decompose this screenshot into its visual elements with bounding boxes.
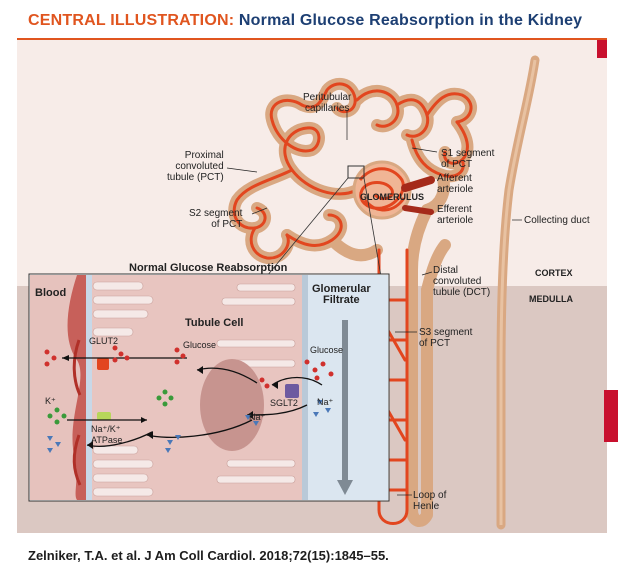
label-s1: S1 segment of PCT	[441, 148, 494, 170]
label-pct-text: Proximal convoluted tubule (PCT)	[167, 150, 224, 183]
label-pct: Proximal convoluted tubule (PCT)	[167, 150, 224, 183]
label-s3: S3 segment of PCT	[419, 327, 472, 349]
inset-box	[29, 274, 389, 501]
label-afferent-text: Afferent arteriole	[437, 173, 473, 195]
inset-glut2: GLUT2	[89, 336, 118, 347]
inset-pump: Na⁺/K⁺ ATPase	[91, 424, 122, 446]
label-loop-of-henle: Loop of Henle	[413, 490, 446, 512]
inset-glucose-cell: Glucose	[183, 340, 216, 351]
inset-filtrate-label: Glomerular Filtrate	[312, 284, 371, 306]
inset-k: K⁺	[45, 396, 56, 407]
label-dct: Distal convoluted tubule (DCT)	[433, 265, 490, 298]
label-glomerulus: GLOMERULUS	[360, 192, 424, 203]
label-loop-text: Loop of Henle	[413, 490, 446, 512]
inset-na-filtrate: Na⁺	[317, 397, 333, 408]
inset-filtrate-text: Glomerular Filtrate	[312, 283, 371, 306]
citation: Zelniker, T.A. et al. J Am Coll Cardiol.…	[28, 548, 389, 563]
illustration-panel: Peritubular capillaries Proximal convolu…	[17, 40, 607, 533]
label-s1-text: S1 segment of PCT	[441, 148, 494, 170]
inset-na-cell: Na⁺	[249, 412, 265, 423]
side-tab	[604, 390, 618, 442]
label-s3-text: S3 segment of PCT	[419, 327, 472, 349]
label-afferent: Afferent arteriole	[437, 173, 473, 195]
label-efferent-text: Efferent arteriole	[437, 204, 473, 226]
page-title: CENTRAL ILLUSTRATION: Normal Glucose Rea…	[28, 12, 582, 30]
inset-sglt2: SGLT2	[270, 398, 298, 409]
inset-pump-text: Na⁺/K⁺ ATPase	[91, 424, 122, 445]
inset-glucose-filtrate: Glucose	[310, 345, 343, 356]
title-lead: CENTRAL ILLUSTRATION:	[28, 12, 234, 29]
label-s2-text: S2 segment of PCT	[189, 208, 242, 230]
label-dct-text: Distal convoluted tubule (DCT)	[433, 265, 490, 298]
title-text: Normal Glucose Reabsorption in the Kidne…	[239, 12, 582, 29]
label-cortex: CORTEX	[535, 268, 573, 279]
label-efferent: Efferent arteriole	[437, 204, 473, 226]
label-peritubular-text: Peritubular capillaries	[303, 92, 351, 114]
efferent-arteriole	[405, 208, 431, 212]
inset-tubule-cell-label: Tubule Cell	[185, 318, 243, 329]
inset-title: Normal Glucose Reabsorption	[129, 262, 287, 274]
label-s2: S2 segment of PCT	[189, 208, 242, 230]
inset-blood-label: Blood	[35, 288, 66, 299]
label-collecting-duct: Collecting duct	[524, 215, 590, 226]
collecting-duct	[501, 60, 535, 525]
label-peritubular: Peritubular capillaries	[303, 92, 351, 114]
label-medulla: MEDULLA	[529, 294, 573, 305]
